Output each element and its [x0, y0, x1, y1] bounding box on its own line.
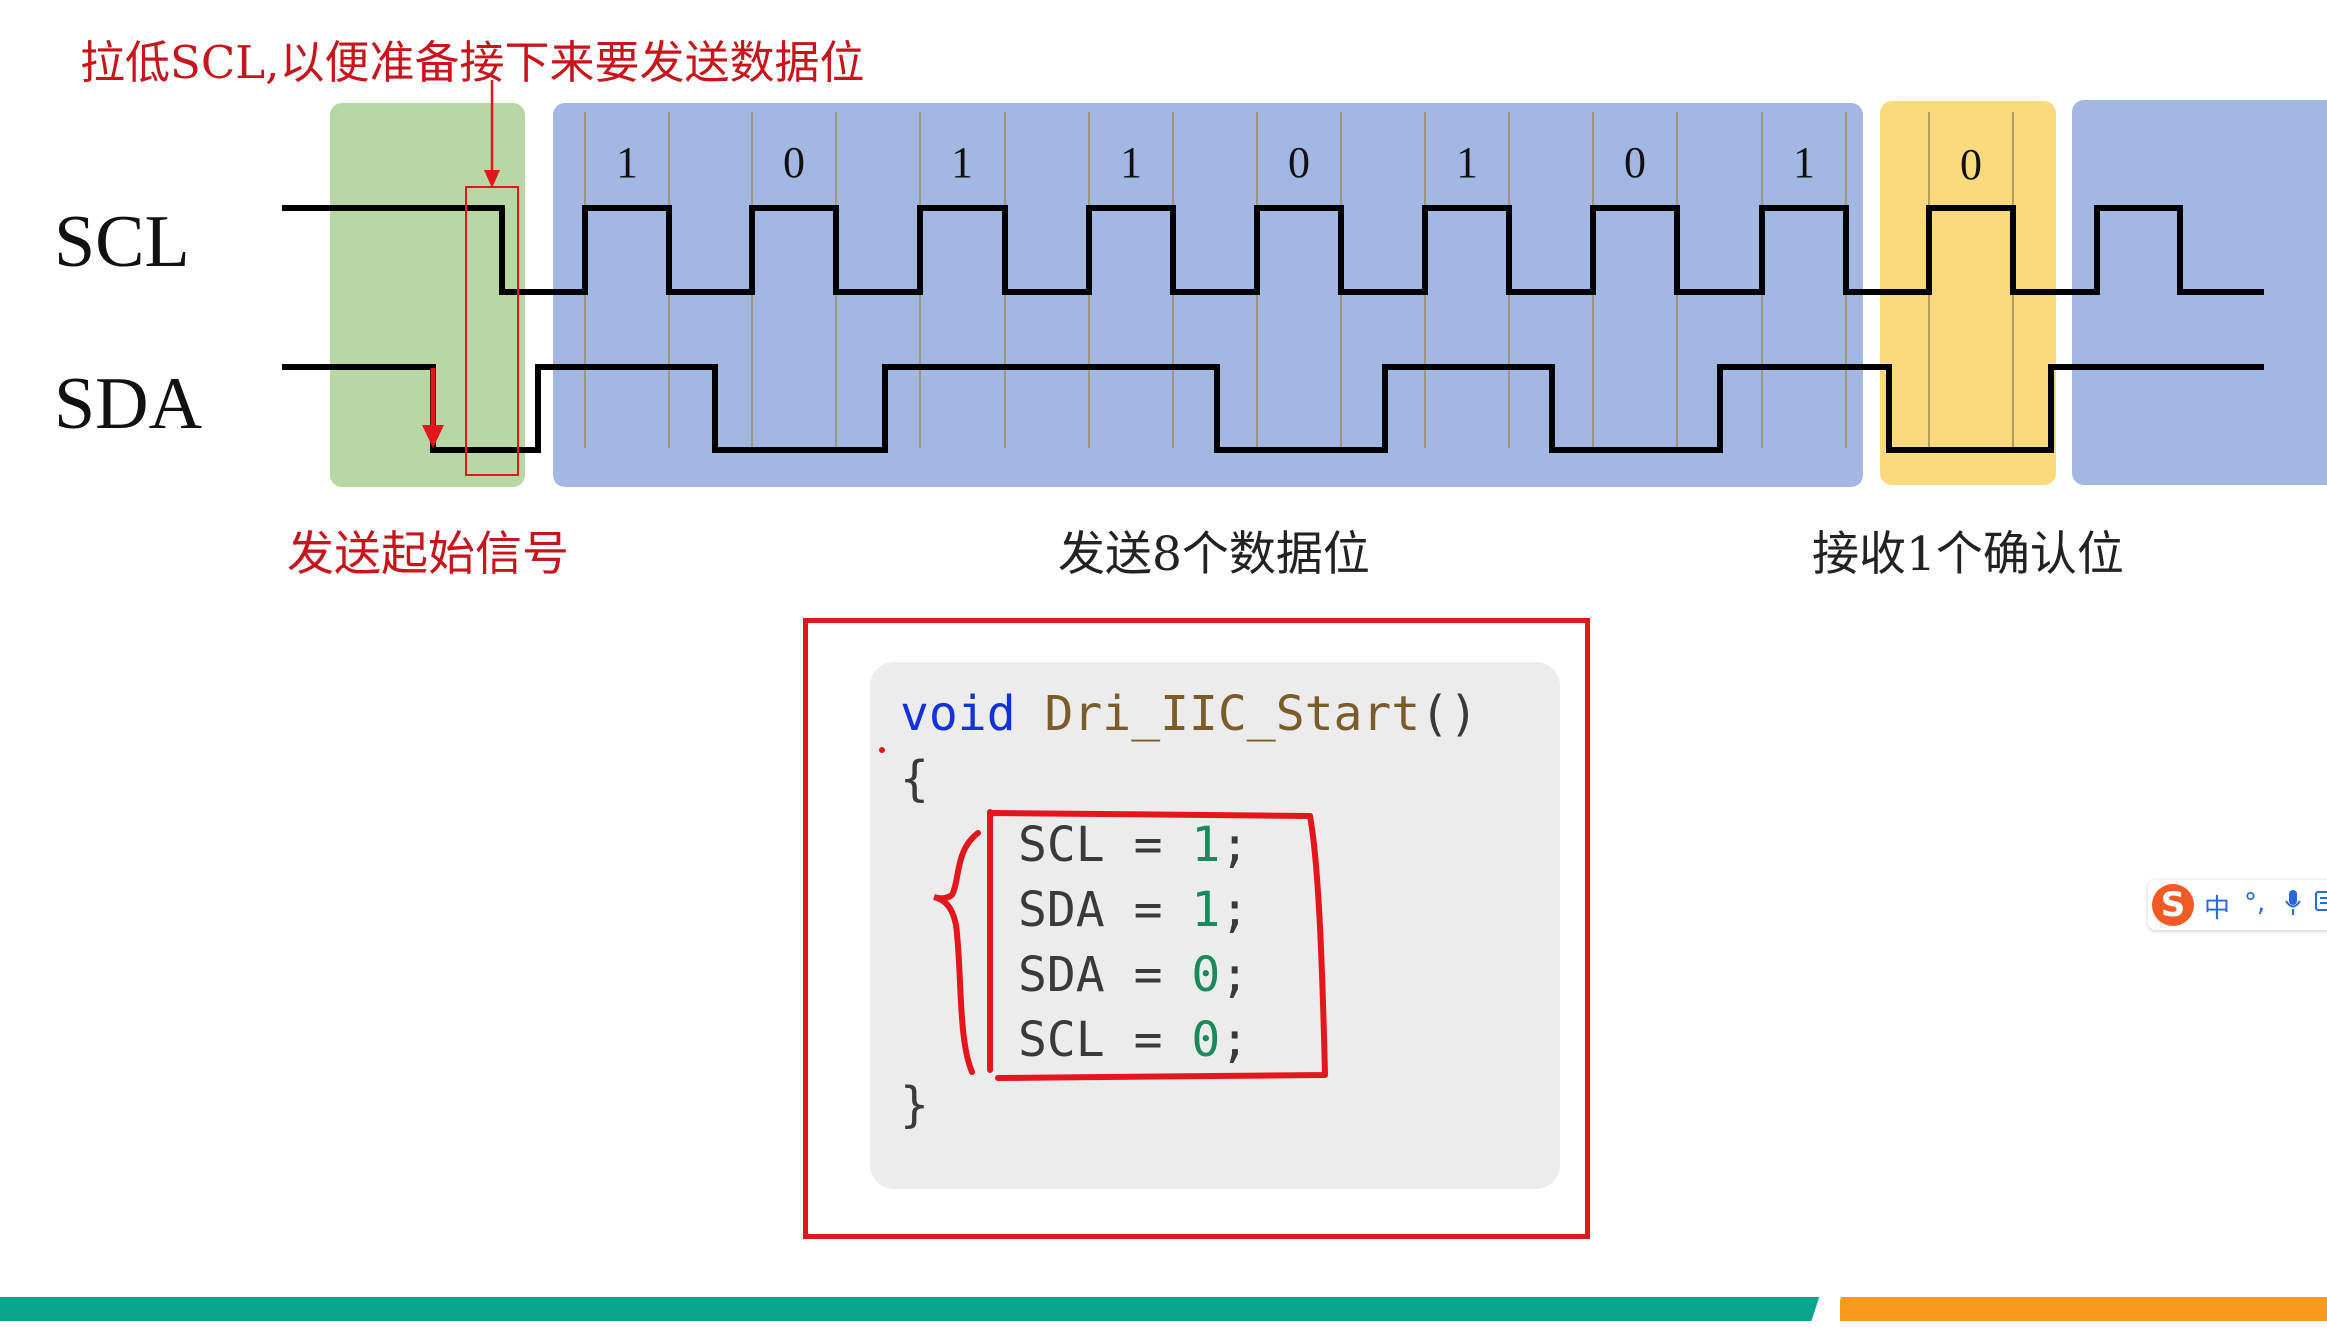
code-statement: SDA = 1;	[1018, 882, 1250, 938]
bit-label: 1	[616, 138, 638, 187]
ime-language-toggle[interactable]: 中	[2204, 894, 2231, 924]
ack-phase-bg	[1880, 101, 2056, 485]
code-signature: void Dri_IIC_Start()	[900, 682, 1478, 747]
code-statement: SCL = 0;	[1018, 1012, 1250, 1068]
footer-bar-orange	[1840, 1297, 2327, 1321]
phase-label-ack: 接收1个确认位	[1812, 527, 2124, 582]
start-phase-bg	[330, 103, 525, 487]
bit-label: 1	[1120, 138, 1142, 187]
code-statement: SCL = 1;	[1018, 817, 1250, 873]
bit-label: 0	[1624, 138, 1646, 187]
mic-icon[interactable]	[2284, 888, 2302, 925]
bit-label: 1	[1793, 138, 1815, 187]
code-statement: SDA = 0;	[1018, 947, 1250, 1003]
phase-label-data: 发送8个数据位	[1058, 527, 1370, 582]
ime-logo-icon[interactable]: S	[2152, 884, 2194, 926]
annotation-pointer-arrow-icon	[484, 80, 500, 188]
hand-drawn-brace	[933, 830, 981, 1075]
code-parens: ()	[1420, 686, 1478, 742]
footer-bar-teal	[0, 1297, 1825, 1321]
bit-label: 0	[1288, 138, 1310, 187]
bit-label: 1	[1456, 138, 1478, 187]
phase-label-start: 发送起始信号	[287, 527, 569, 582]
sda-falling-arrow-icon	[422, 368, 444, 448]
code-open-brace: {	[900, 751, 929, 807]
code-close-brace: }	[900, 1077, 929, 1133]
code-keyword: void	[900, 686, 1016, 742]
bit-label: 1	[951, 138, 973, 187]
sda-signal-label: SDA	[54, 363, 203, 445]
ime-punctuation-toggle[interactable]: °,	[2244, 888, 2266, 918]
keyboard-icon[interactable]	[2314, 888, 2327, 921]
code-function-name: Dri_IIC_Start	[1044, 686, 1421, 742]
hand-drawn-box	[987, 809, 1328, 1081]
ime-toolbar[interactable]: S 中 °,	[2148, 880, 2327, 930]
code-block	[870, 662, 1560, 1189]
ack-bit-label: 0	[1960, 140, 1982, 189]
code-highlight-frame	[803, 618, 1590, 1239]
ink-dot	[879, 747, 885, 753]
scl-signal-label: SCL	[54, 201, 190, 283]
sda-waveform	[282, 364, 2264, 453]
bit-label: 0	[783, 138, 805, 187]
annotation-pull-scl-low: 拉低SCL,以便准备接下来要发送数据位	[80, 36, 865, 89]
i2c-timing-diagram: 1 0 1 1 0 1 0 1 0	[282, 80, 2327, 487]
scl-waveform	[282, 205, 2264, 295]
